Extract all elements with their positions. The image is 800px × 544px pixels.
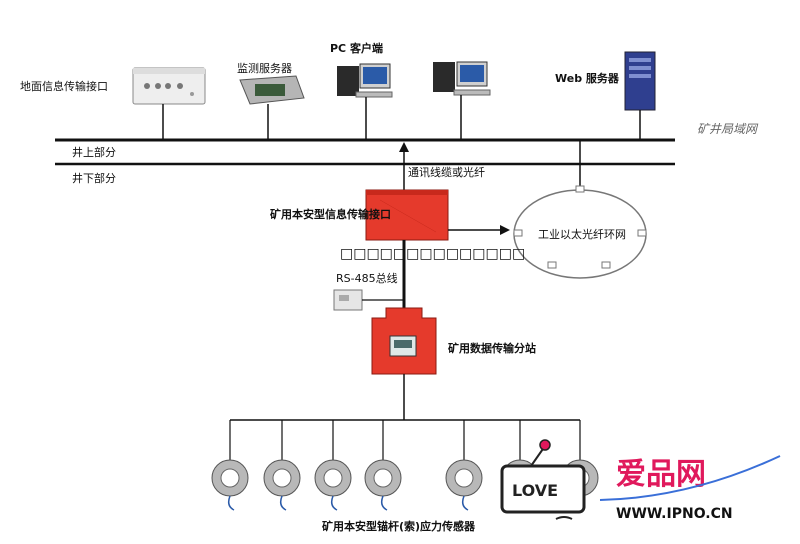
equipment-drop-lines bbox=[162, 95, 641, 140]
substation-label: 矿用数据传输分站 bbox=[448, 341, 536, 355]
overlay-box-text: □□□□□□□□□□□□□□ bbox=[340, 246, 525, 262]
cable-label: 通讯线缆或光纤 bbox=[408, 165, 485, 179]
mine-interface-device bbox=[365, 189, 449, 241]
pc-client-label: PC 客户端 bbox=[330, 41, 383, 55]
pc-client-1 bbox=[337, 63, 393, 98]
monitor-server-label: 监测服务器 bbox=[237, 62, 292, 75]
web-server-label: Web 服务器 bbox=[555, 71, 620, 85]
below-ground-label: 井下部分 bbox=[72, 171, 116, 185]
sensor-1 bbox=[211, 459, 249, 511]
cable-arrow bbox=[399, 142, 409, 190]
watermark-url: WWW.IPNO.CN bbox=[616, 506, 733, 522]
mine-interface-label: 矿用本安型信息传输接口 bbox=[270, 207, 391, 221]
ring-arrow bbox=[448, 225, 510, 235]
mine-lan-label: 矿井局域网 bbox=[697, 122, 759, 136]
sensor-4 bbox=[364, 459, 402, 511]
sensors-label: 矿用本安型锚杆(索)应力传感器 bbox=[322, 519, 476, 533]
watermark-brand: 爱品网 bbox=[616, 457, 706, 492]
rs485-device bbox=[333, 289, 363, 311]
web-server-device bbox=[624, 51, 656, 111]
ground-interface-device bbox=[132, 67, 206, 105]
rs485-label: RS-485总线 bbox=[336, 271, 398, 285]
ethernet-ring bbox=[513, 185, 647, 279]
substation-device bbox=[371, 307, 437, 375]
monitor-server-device bbox=[239, 75, 305, 105]
ethernet-ring-label: 工业以太光纤环网 bbox=[538, 227, 626, 241]
above-ground-label: 井上部分 bbox=[72, 145, 116, 159]
sensor-3 bbox=[314, 459, 352, 511]
ground-interface-label: 地面信息传输接口 bbox=[20, 79, 108, 93]
sensor-drop-lines bbox=[229, 420, 581, 460]
pc-client-2 bbox=[433, 61, 491, 96]
watermark-swoosh bbox=[599, 455, 781, 501]
sensor-5 bbox=[445, 459, 483, 511]
sensor-2 bbox=[263, 459, 301, 511]
watermark-love-badge: LOVE bbox=[500, 439, 586, 520]
watermark-love-text: LOVE bbox=[512, 481, 558, 500]
